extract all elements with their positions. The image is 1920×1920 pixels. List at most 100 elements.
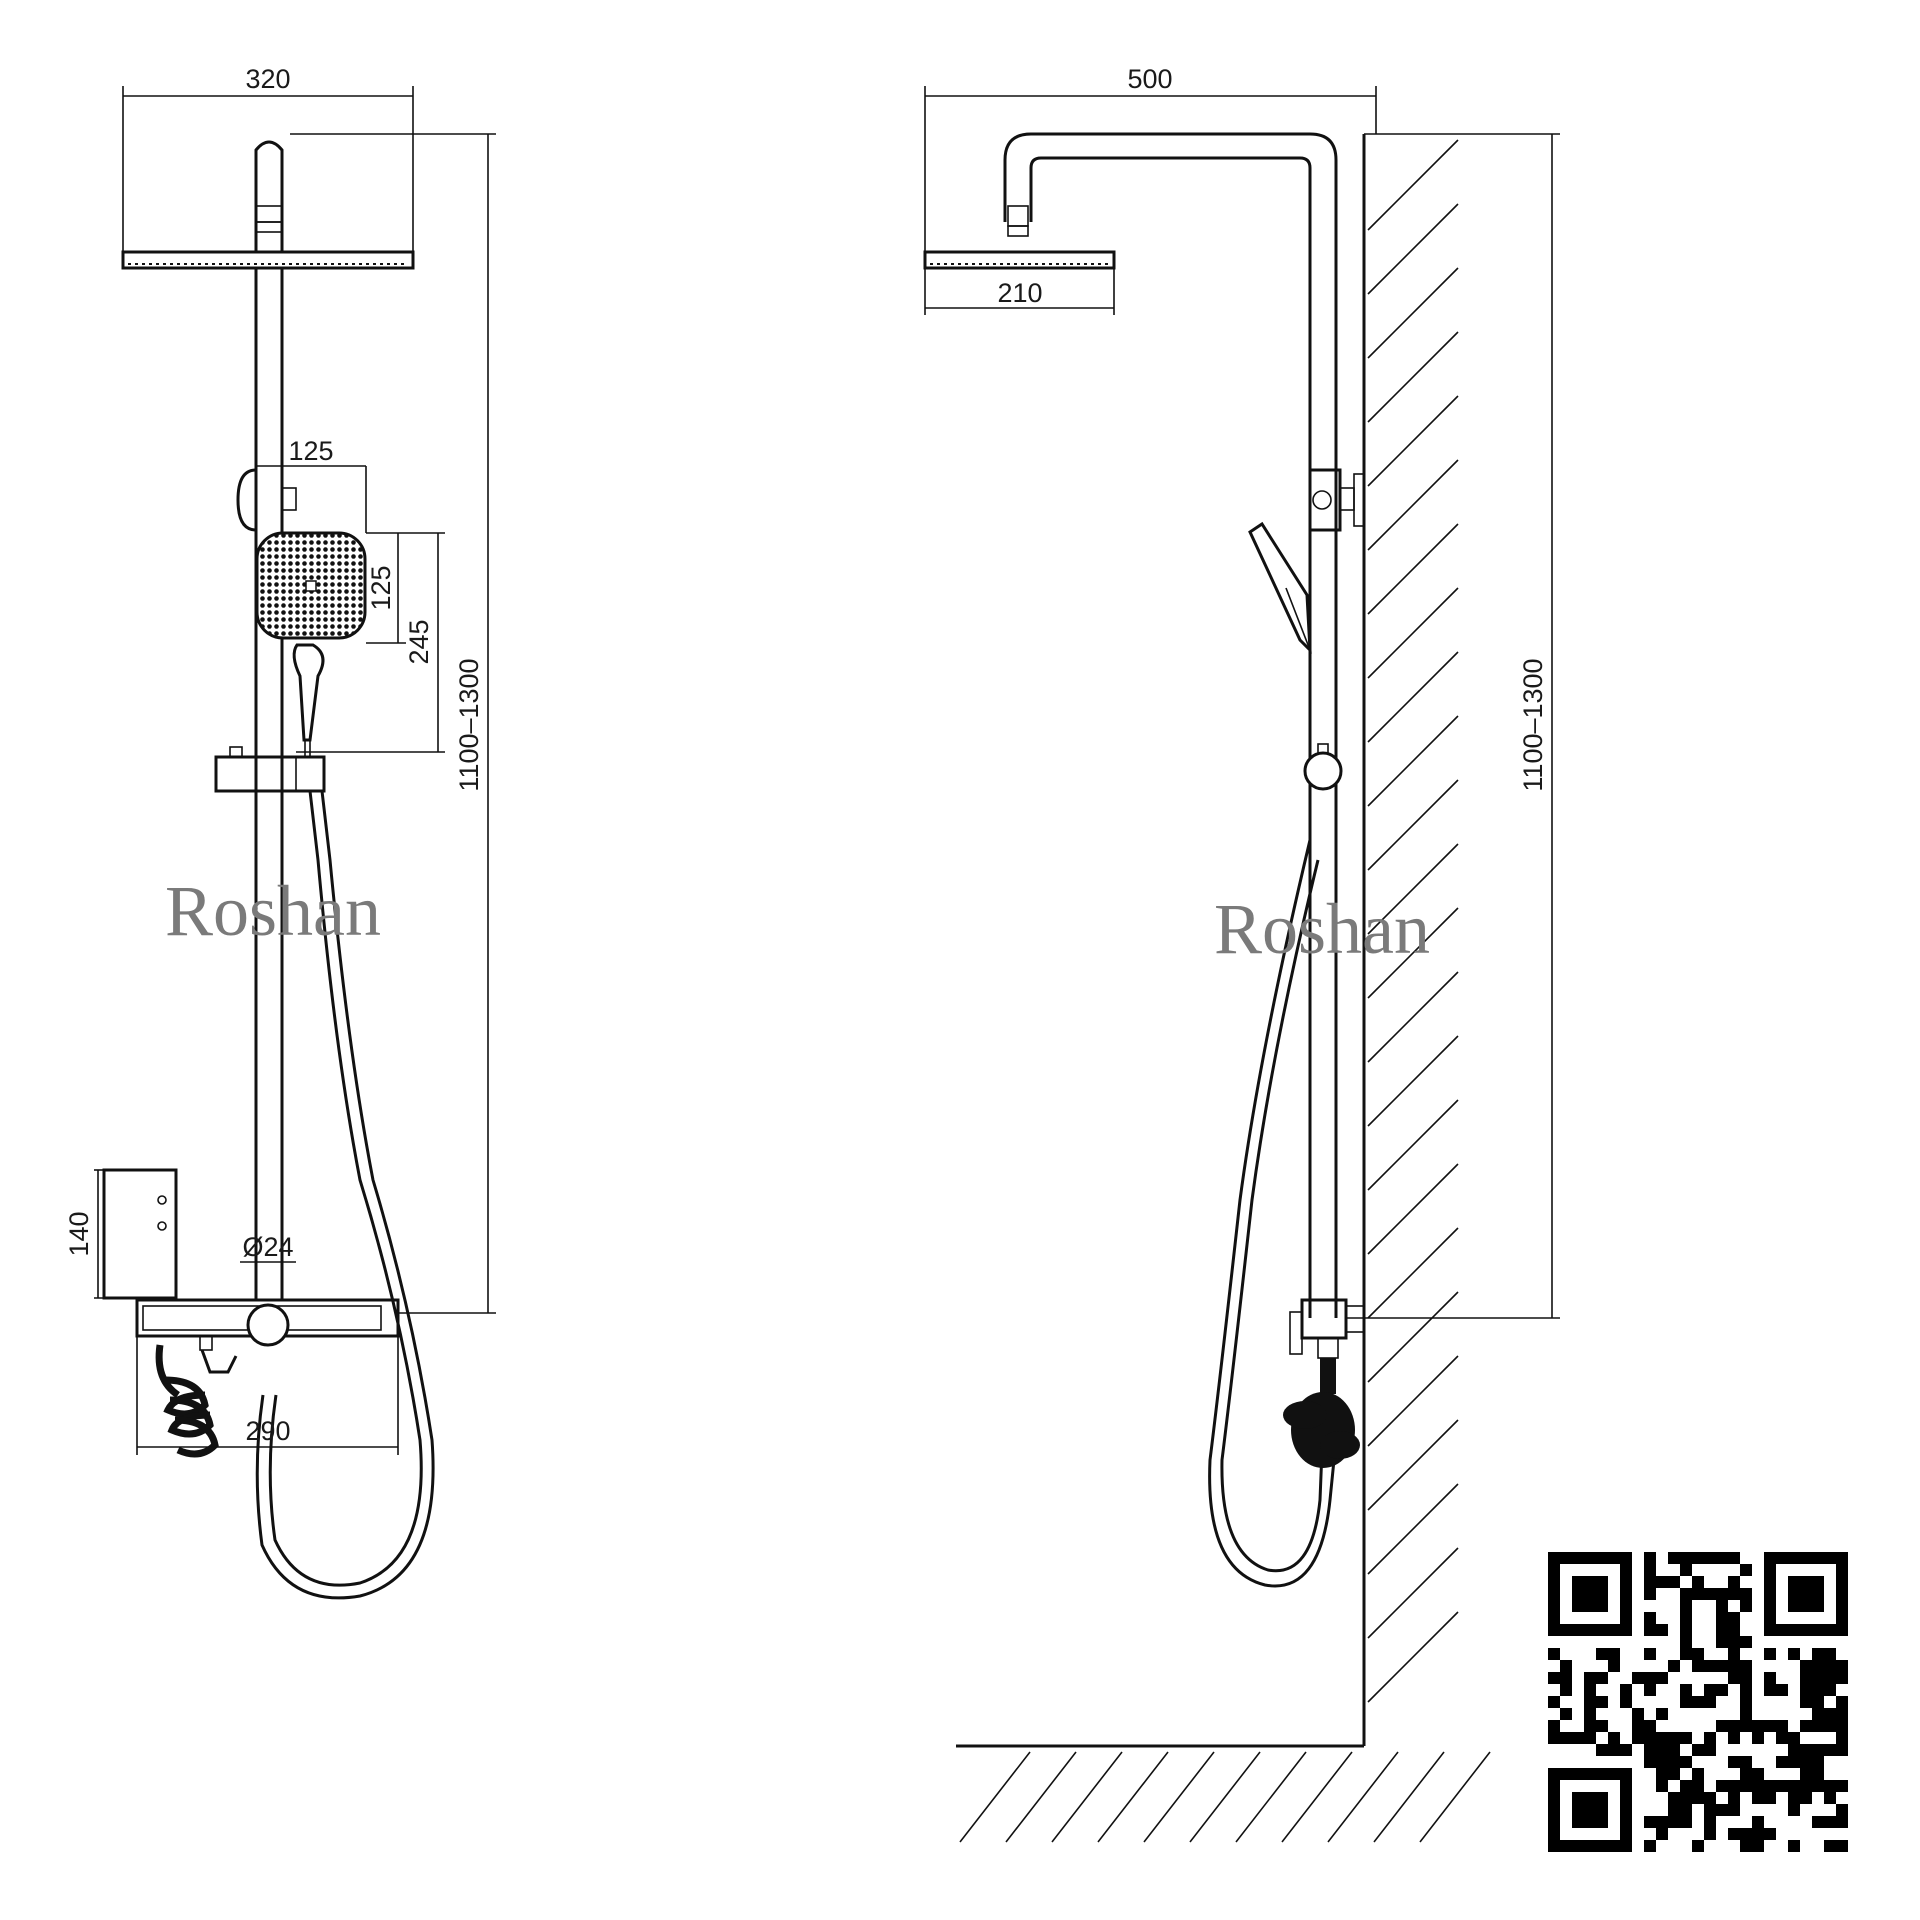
shower-hose [268,790,423,1587]
qr-module [1800,1720,1812,1732]
qr-module [1692,1768,1704,1780]
qr-module [1608,1660,1620,1672]
qr-module [1788,1732,1800,1744]
qr-module [1680,1600,1692,1612]
front-view: 320 1100–1300 125 125 245 [64,64,496,1600]
floor-hatch-line [959,1751,1031,1843]
side-slider-knob [1303,751,1343,791]
floor-hatch-line [1097,1751,1169,1843]
spiral-hose [155,1344,219,1458]
qr-module [1692,1792,1704,1804]
qr-module [1716,1804,1728,1816]
qr-module [1764,1672,1776,1684]
qr-module [1740,1828,1752,1840]
qr-module [1632,1720,1644,1732]
qr-module [1740,1672,1752,1684]
qr-module [1812,1756,1824,1768]
qr-module [1824,1744,1836,1756]
floor-hatch-line [1419,1751,1491,1843]
qr-module [1656,1816,1668,1828]
qr-module [1644,1588,1656,1600]
qr-module [1752,1732,1764,1744]
qr-module [1740,1588,1752,1600]
qr-module [1704,1816,1716,1828]
qr-module [1812,1672,1824,1684]
qr-module [1656,1708,1668,1720]
floor-hatch-line [1051,1751,1123,1843]
qr-module [1656,1624,1668,1636]
qr-module [1704,1660,1716,1672]
qr-module [1716,1624,1728,1636]
qr-module [1692,1552,1704,1564]
qr-module [1764,1780,1776,1792]
qr-module [1668,1768,1680,1780]
qr-module [1740,1660,1752,1672]
qr-module [1560,1660,1572,1672]
qr-module [1596,1672,1608,1684]
qr-module [1680,1780,1692,1792]
dim-shower-head-width: 320 [122,64,414,252]
dim-label-125-h: 125 [366,565,396,610]
qr-module [1716,1684,1728,1696]
qr-module [1644,1732,1656,1744]
watermark-right: Roshan [1214,889,1430,969]
qr-module [1776,1684,1788,1696]
qr-module [1836,1780,1848,1792]
qr-code [1548,1552,1848,1852]
dim-height-side: 1100–1300 [1346,133,1560,1319]
qr-module [1800,1744,1812,1756]
qr-module [1740,1684,1752,1696]
qr-module [1704,1744,1716,1756]
qr-module [1716,1636,1728,1648]
qr-module [1572,1792,1608,1828]
qr-module [1656,1672,1668,1684]
qr-module [1584,1672,1596,1684]
qr-module [1728,1672,1740,1684]
shower-arm [254,140,284,252]
qr-module [1740,1840,1752,1852]
qr-module [1668,1756,1680,1768]
wall-hatch-line [1367,843,1459,935]
qr-module [1704,1804,1716,1816]
qr-module [1824,1708,1836,1720]
dim-height-front: 1100–1300 [290,133,496,1314]
wall-hatch-line [1367,1291,1459,1383]
wall-hatch-line [1367,1611,1459,1703]
side-hand-shower [1248,521,1312,654]
floor-hatch-line [1373,1751,1445,1843]
qr-module [1668,1732,1680,1744]
qr-module [1644,1756,1656,1768]
qr-module [1548,1720,1560,1732]
qr-module [1788,1744,1800,1756]
qr-module [1728,1648,1740,1660]
qr-module [1680,1648,1692,1660]
side-view: 500 210 1100–1300 Roshan [923,64,1560,1843]
wall-bracket [102,1168,178,1300]
qr-module [1668,1804,1680,1816]
qr-module [1680,1588,1692,1600]
qr-module [1656,1780,1668,1792]
qr-module [1560,1672,1572,1684]
qr-module [1560,1684,1572,1696]
qr-module [1704,1828,1716,1840]
qr-module [1800,1684,1812,1696]
qr-module [1596,1720,1608,1732]
qr-module [1740,1756,1752,1768]
qr-module [1800,1768,1812,1780]
upper-bracket [236,468,257,532]
qr-module [1836,1744,1848,1756]
qr-module [1788,1780,1800,1792]
qr-module [1680,1816,1692,1828]
wall-hatch-line [1367,1419,1459,1511]
qr-module [1800,1696,1812,1708]
watermark-left: Roshan [165,871,381,951]
qr-module [1716,1660,1728,1672]
qr-module [1824,1684,1836,1696]
qr-module [1692,1744,1704,1756]
floor-hatch-line [1005,1751,1077,1843]
dim-label-210: 210 [997,278,1042,308]
qr-module [1644,1576,1656,1588]
qr-module [1740,1720,1752,1732]
qr-module [1728,1624,1740,1636]
qr-module [1728,1612,1740,1624]
